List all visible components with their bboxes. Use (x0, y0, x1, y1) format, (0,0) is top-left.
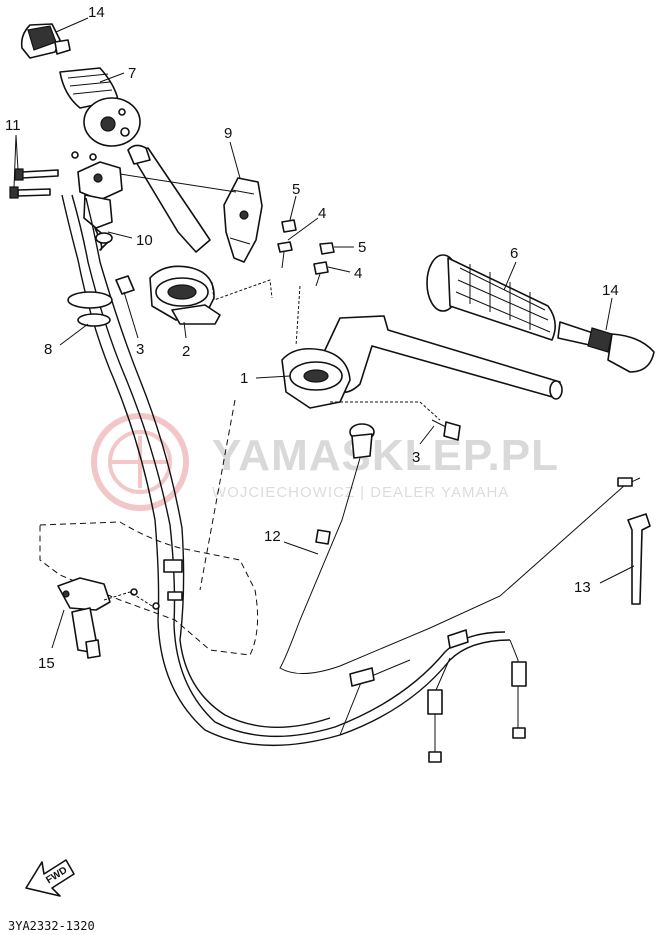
part-12-starter-cable (279, 423, 641, 674)
watermark-subtitle: WOJCIECHOWICZ | DEALER YAMAHA (212, 484, 509, 501)
callouts: 14 7 11 9 5 4 5 4 10 6 14 8 3 2 1 3 12 1… (5, 4, 619, 672)
callout-10: 10 (136, 232, 153, 249)
watermark-title: YAMASKLEP.PL (212, 431, 559, 480)
callout-7: 7 (128, 65, 136, 82)
part-7-left-grip (59, 67, 141, 147)
ghost-outline (39, 399, 259, 656)
part-10-cable-guide (94, 227, 113, 251)
part-3-screw-right (431, 419, 461, 441)
part-13-cable-tie (627, 513, 651, 605)
callout-1: 1 (240, 370, 248, 387)
callout-2: 2 (182, 343, 190, 360)
part-1-right-handlebar (281, 315, 563, 409)
watermark: YAMASKLEP.PL WOJCIECHOWICZ | DEALER YAMA… (91, 413, 559, 511)
forward-arrow: FWD (25, 859, 75, 897)
callout-3-right: 3 (412, 449, 420, 466)
callout-5-upper: 5 (292, 181, 300, 198)
callout-8: 8 (44, 341, 52, 358)
callout-15: 15 (38, 655, 55, 672)
callout-5-lower: 5 (358, 239, 366, 256)
callout-12: 12 (264, 528, 281, 545)
callout-6: 6 (510, 245, 518, 262)
part-15-switch (57, 577, 160, 659)
screws-5-4-upper (115, 219, 335, 295)
callout-14-right: 14 (602, 282, 619, 299)
part-2-left-handlebar (127, 144, 221, 325)
callout-13: 13 (574, 579, 591, 596)
callout-3-left: 3 (136, 341, 144, 358)
leader-lines (13, 17, 635, 649)
part-6-right-grip (426, 254, 556, 341)
part-14-right-bar-end (557, 321, 655, 373)
diagram-code: 3YA2332-1320 (8, 919, 95, 933)
part-11-screws (9, 168, 59, 199)
callout-11: 11 (5, 117, 21, 134)
cables (61, 194, 527, 763)
callout-9: 9 (224, 125, 232, 142)
part-9-bracket (223, 177, 263, 263)
callout-4-upper: 4 (318, 205, 326, 222)
callout-4-lower: 4 (354, 265, 362, 282)
callout-14-left: 14 (88, 4, 105, 21)
throttle-housing (71, 151, 123, 229)
part-14-left-bar-end (20, 23, 71, 59)
